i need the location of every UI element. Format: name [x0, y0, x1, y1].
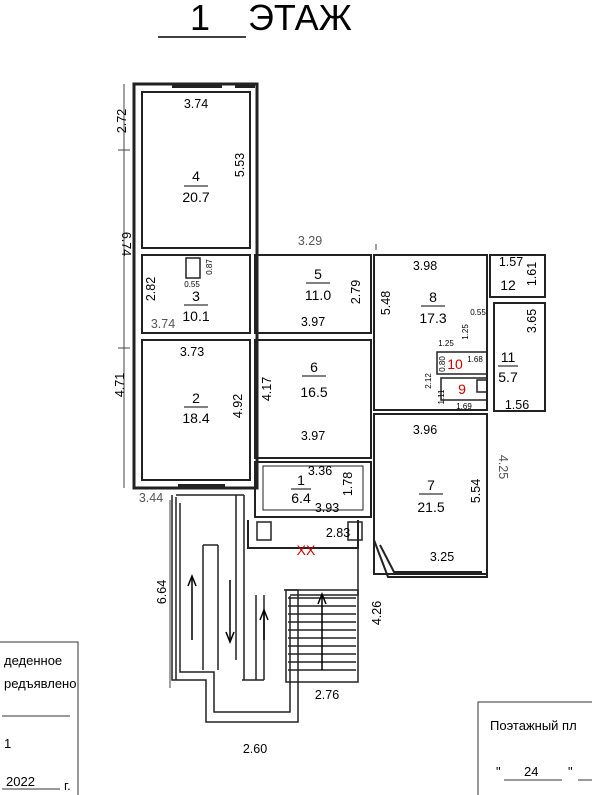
room-number: 5 [314, 266, 322, 282]
svg-text:3.65: 3.65 [525, 309, 539, 333]
svg-text:2.72: 2.72 [115, 109, 129, 133]
stamp-block: Поэтажный пл " 24 " [477, 701, 592, 795]
room-labels: 4 20.7 3 10.1 2 18.4 5 11.0 6 16.5 1 6.4… [182, 168, 539, 515]
notes-block: деденное редъявлено 1 2022 г. [0, 641, 79, 795]
room-number: 11 [501, 349, 516, 365]
svg-text:0.87: 0.87 [205, 259, 214, 275]
svg-text:1.78: 1.78 [341, 472, 355, 496]
svg-text:4.71: 4.71 [113, 373, 127, 397]
room-number: 2 [192, 390, 200, 406]
svg-text:2.79: 2.79 [349, 280, 363, 304]
svg-text:4.26: 4.26 [370, 601, 384, 625]
svg-text:3.97: 3.97 [301, 315, 325, 329]
floor-number: 1 [190, 0, 210, 38]
room-area: 17.3 [419, 310, 446, 326]
room-area: 16.5 [300, 384, 327, 400]
svg-text:3.93: 3.93 [315, 501, 339, 515]
right-staircase [285, 548, 359, 683]
svg-text:3.29: 3.29 [298, 234, 322, 248]
svg-text:4.92: 4.92 [231, 394, 245, 418]
svg-text:3.36: 3.36 [308, 464, 332, 478]
stair-mark: XX [297, 542, 316, 558]
svg-text:3.73: 3.73 [180, 345, 204, 359]
svg-text:1.25: 1.25 [438, 339, 454, 348]
svg-text:2.83: 2.83 [326, 526, 350, 540]
note-date-suffix: г. [64, 778, 71, 793]
room-number: 6 [310, 359, 318, 375]
room-number: 7 [427, 477, 435, 493]
svg-text:3.44: 3.44 [139, 491, 163, 505]
svg-text:0.55: 0.55 [184, 280, 200, 289]
svg-text:3.74: 3.74 [184, 97, 208, 111]
floor-label: ЭТАЖ [248, 0, 352, 38]
room-area: 6.4 [291, 490, 311, 506]
svg-text:1.11: 1.11 [437, 389, 446, 405]
left-staircase [171, 494, 299, 723]
svg-text:5.48: 5.48 [379, 291, 393, 315]
dimension-labels: 2.72 6.74 3.74 5.53 2.82 0.87 0.55 3.74 … [113, 97, 539, 756]
room-area: 21.5 [417, 499, 444, 515]
room-area: 5.7 [498, 369, 518, 385]
svg-text:1.57: 1.57 [499, 255, 523, 269]
svg-text:3.96: 3.96 [413, 423, 437, 437]
note-line-2: редъявлено [4, 676, 76, 691]
svg-text:2.60: 2.60 [243, 742, 267, 756]
svg-text:6.64: 6.64 [155, 580, 169, 604]
svg-text:0.55: 0.55 [470, 308, 486, 317]
stamp-title: Поэтажный пл [490, 718, 577, 733]
svg-text:3.97: 3.97 [301, 429, 325, 443]
stamp-quote-close: " [568, 764, 573, 779]
room-number: 4 [192, 168, 200, 184]
svg-text:3.98: 3.98 [413, 259, 437, 273]
svg-text:1.56: 1.56 [505, 398, 529, 412]
walls [132, 82, 546, 578]
note-line-1: деденное [4, 653, 62, 668]
note-line-3: 1 [4, 736, 11, 751]
svg-text:6.74: 6.74 [119, 232, 133, 256]
svg-text:1.69: 1.69 [456, 402, 472, 411]
svg-text:0.80: 0.80 [438, 356, 447, 372]
svg-text:1.25: 1.25 [461, 324, 470, 340]
stamp-number: 24 [524, 764, 538, 779]
svg-text:2.76: 2.76 [315, 688, 339, 702]
room-area: 11.0 [305, 287, 331, 303]
svg-text:4.17: 4.17 [260, 377, 274, 401]
svg-text:2.12: 2.12 [424, 373, 433, 389]
floor-title: 1 ЭТАЖ [158, 0, 352, 38]
room-number: 12 [500, 277, 516, 293]
room-number: 10 [447, 356, 463, 372]
svg-text:4.25: 4.25 [496, 455, 510, 479]
svg-text:5.54: 5.54 [469, 479, 483, 503]
room-number: 9 [458, 381, 466, 397]
room-area: 20.7 [182, 189, 209, 205]
note-date: 2022 [6, 774, 35, 789]
room-area: 10.1 [182, 308, 209, 324]
dimension-lines [118, 84, 377, 688]
svg-text:1.68: 1.68 [467, 355, 483, 364]
room-number: 1 [297, 472, 305, 488]
svg-text:2.82: 2.82 [144, 277, 158, 301]
stamp-quote-open: " [496, 764, 501, 779]
svg-text:3.74: 3.74 [151, 317, 175, 331]
room-side-dimension: 1.61 [525, 262, 539, 286]
svg-text:5.53: 5.53 [233, 153, 247, 177]
room-number: 3 [192, 288, 200, 304]
room-number: 8 [429, 289, 437, 305]
room-area: 18.4 [182, 410, 209, 426]
svg-text:3.25: 3.25 [430, 550, 454, 564]
